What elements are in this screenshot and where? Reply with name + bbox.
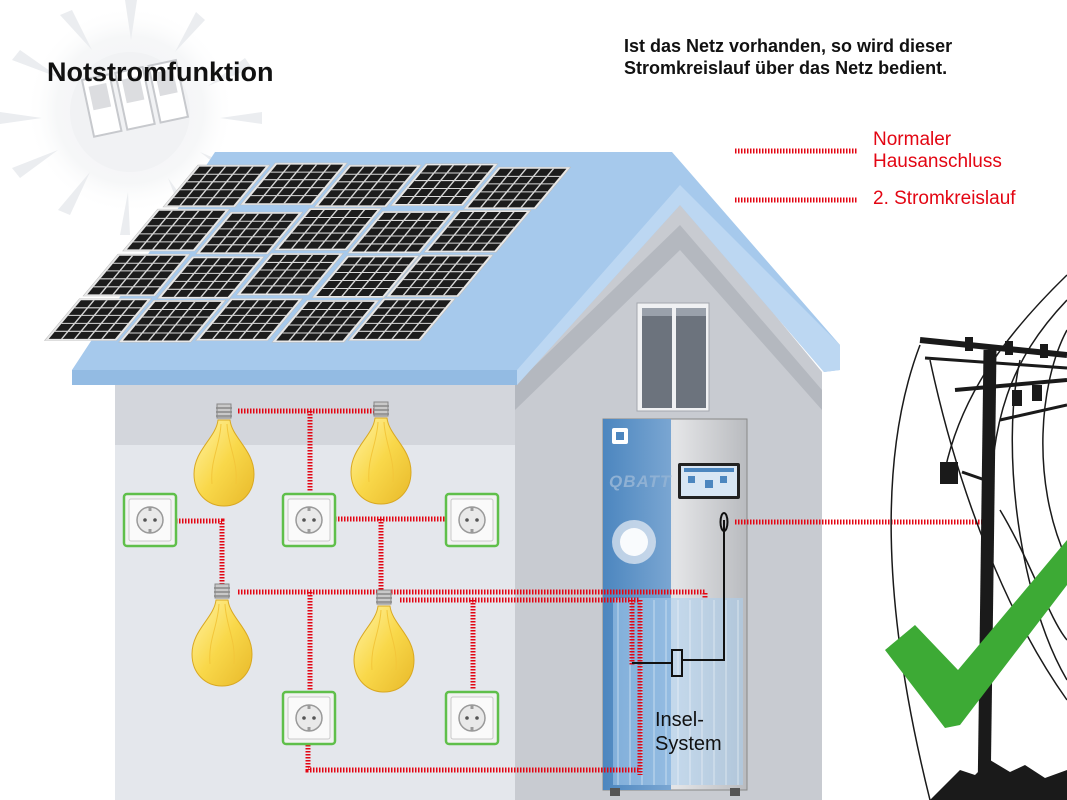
device-brand: QBATT	[609, 472, 672, 491]
sun-icon	[0, 0, 262, 235]
legend-label-normal: Normaler Hausanschluss	[873, 129, 1002, 172]
checkmark-icon	[885, 540, 1067, 728]
wiring	[176, 408, 990, 775]
utility-pole-icon	[890, 274, 1067, 800]
island-circuit	[632, 512, 729, 677]
island-system-label: Insel- System	[655, 709, 722, 755]
legend-label-second: 2. Stromkreislauf	[873, 188, 1016, 209]
window	[636, 302, 710, 412]
page-title: Notstromfunktion	[47, 57, 274, 87]
grid-note: Ist das Netz vorhanden, so wird dieser S…	[624, 36, 953, 78]
